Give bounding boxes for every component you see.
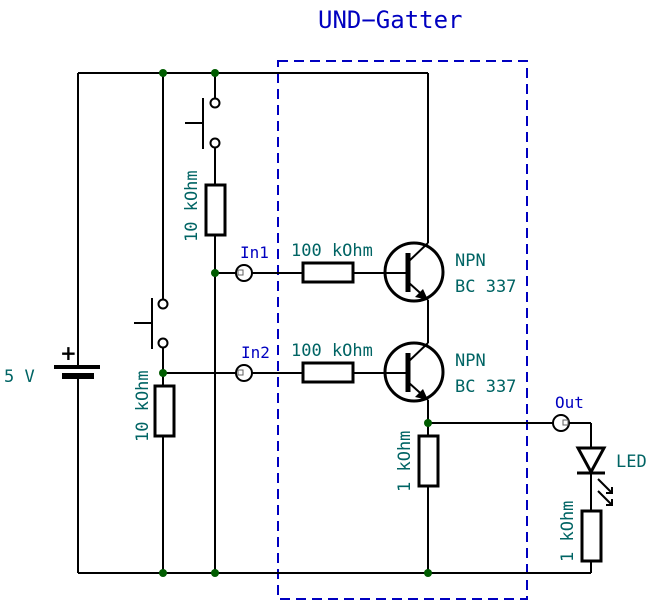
resistor-base-2 — [301, 361, 355, 384]
transistor-1-type: NPN — [455, 251, 486, 271]
resistor-led-value: 1 kOhm — [558, 501, 578, 562]
push-button-1[interactable] — [185, 97, 221, 149]
resistor-base-2-value: 100 kOhm — [291, 341, 373, 361]
resistor-pulldown-2 — [153, 384, 176, 438]
junction — [211, 569, 219, 577]
battery-plus: + — [60, 341, 77, 365]
transistor-2-type: NPN — [455, 351, 486, 371]
resistor-emitter-value: 1 kOhm — [395, 431, 415, 492]
junction — [159, 569, 167, 577]
junction — [159, 69, 167, 77]
push-button-2[interactable] — [134, 298, 169, 349]
battery: + — [52, 341, 104, 379]
resistor-pulldown-1-value: 10 kOhm — [182, 170, 202, 242]
transistor-1 — [383, 241, 445, 303]
in1-connector[interactable] — [235, 264, 253, 282]
transistor-2-model: BC 337 — [455, 377, 516, 397]
led-label: LED — [616, 452, 647, 472]
resistor-pulldown-1 — [204, 183, 227, 237]
resistor-pulldown-2-value: 10 kOhm — [133, 370, 153, 442]
resistor-emitter — [417, 434, 440, 488]
resistor-base-1 — [301, 261, 355, 284]
resistor-base-1-value: 100 kOhm — [291, 241, 373, 261]
transistor-1-model: BC 337 — [455, 277, 516, 297]
junction — [424, 569, 432, 577]
out-connector[interactable] — [552, 414, 570, 432]
gate-title: UND−Gatter — [318, 6, 463, 34]
and-gate-boundary — [277, 60, 528, 600]
junction — [211, 69, 219, 77]
junction — [159, 369, 167, 377]
in1-label: In1 — [240, 243, 269, 262]
in2-label: In2 — [241, 343, 270, 362]
junction — [424, 419, 432, 427]
resistor-led — [580, 509, 603, 563]
junction — [211, 269, 219, 277]
battery-label: 5 V — [4, 367, 35, 387]
led — [575, 446, 613, 506]
in2-connector[interactable] — [235, 364, 253, 382]
transistor-2 — [383, 341, 445, 403]
out-label: Out — [555, 393, 584, 412]
